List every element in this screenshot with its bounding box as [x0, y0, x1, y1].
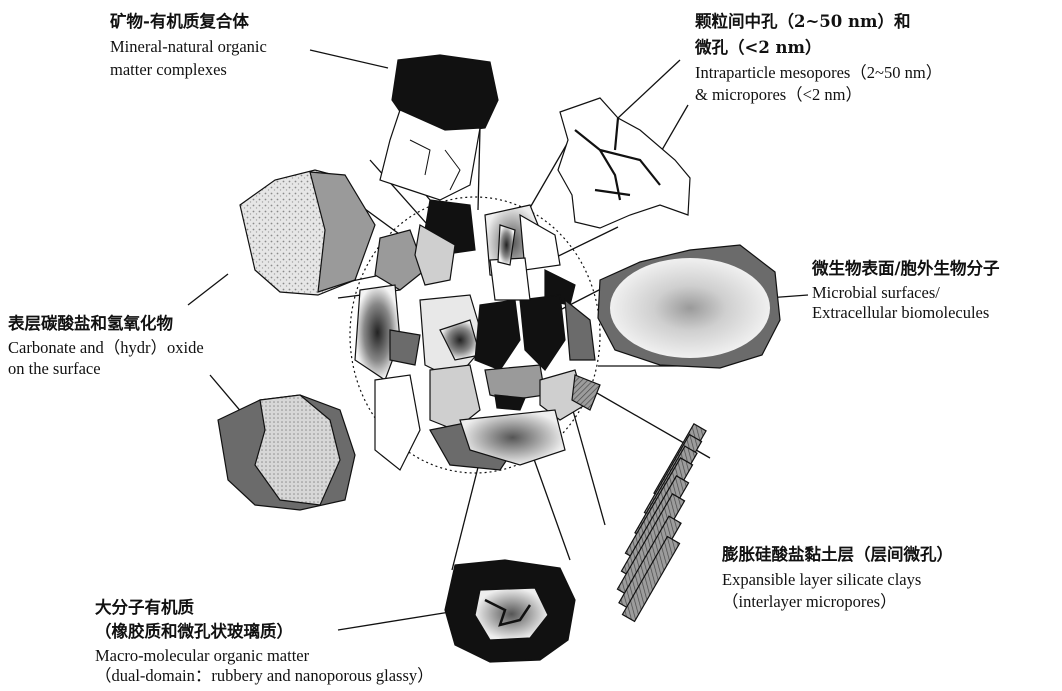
label-pores-zh1: 颗粒间中孔（2~50 nm）和 — [695, 12, 910, 32]
label-macro-en2: （dual-domain：rubbery and nanoporous glas… — [95, 666, 434, 686]
intraparticle-pores — [558, 98, 690, 228]
label-clays-zh: 膨胀硅酸盐黏土层（层间微孔） — [722, 545, 953, 565]
expansible-clays — [617, 424, 706, 622]
leader-macro — [338, 612, 450, 630]
label-carbonate-en2: on the surface — [8, 359, 101, 379]
leader-carbonate-1 — [188, 274, 228, 305]
label-pores-en2: & micropores（<2 nm） — [695, 85, 862, 105]
label-carbonate-en1: Carbonate and（hydr）oxide — [8, 338, 204, 358]
label-clays-en2: （interlayer micropores） — [722, 592, 897, 612]
label-macro-en1: Macro-molecular organic matter — [95, 646, 309, 666]
label-carbonate-zh: 表层碳酸盐和氢氧化物 — [8, 314, 173, 334]
label-macro-zh1: 大分子有机质 — [95, 598, 194, 618]
carbonate-hydroxide — [218, 170, 375, 510]
label-mineral-en2: matter complexes — [110, 60, 227, 80]
label-microbial-zh: 微生物表面/胞外生物分子 — [812, 259, 1000, 279]
label-pores-zh2: 微孔（<2 nm） — [695, 38, 822, 58]
label-mineral-en1: Mineral-natural organic — [110, 37, 267, 57]
label-macro-zh2: （橡胶质和微孔状玻璃质） — [95, 622, 293, 642]
leader-mineral — [310, 50, 388, 68]
macromolecular-organic — [445, 560, 575, 662]
label-mineral-zh: 矿物-有机质复合体 — [110, 12, 249, 32]
central-aggregate — [350, 197, 600, 473]
microbial-surfaces — [598, 245, 780, 368]
label-clays-en1: Expansible layer silicate clays — [722, 570, 921, 590]
label-microbial-en1: Microbial surfaces/ — [812, 283, 940, 303]
label-pores-en1: Intraparticle mesopores（2~50 nm） — [695, 63, 942, 83]
leader-clays-2 — [570, 400, 605, 525]
mineral-organic-complex — [380, 55, 498, 200]
label-microbial-en2: Extracellular biomolecules — [812, 303, 989, 323]
leader-pores-1 — [618, 60, 680, 118]
